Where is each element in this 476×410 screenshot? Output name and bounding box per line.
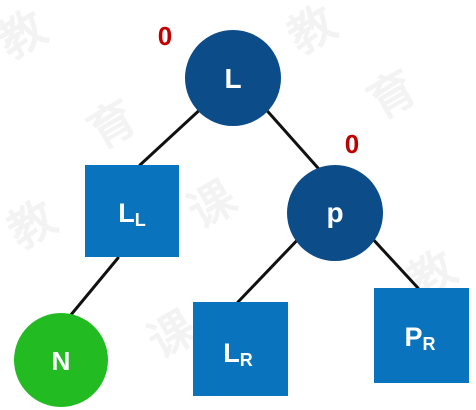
svg-text:育: 育 <box>79 90 146 160</box>
node-LR: LR <box>193 302 288 396</box>
edge-L-p <box>260 103 320 170</box>
edge-p-PR <box>368 234 420 290</box>
svg-text:课: 课 <box>179 169 247 239</box>
svg-text:教: 教 <box>0 0 55 70</box>
svg-text:教: 教 <box>279 0 346 65</box>
node-N: N <box>14 313 108 407</box>
edge-LL-N <box>68 256 120 318</box>
node-LR-main: L <box>223 338 240 368</box>
node-L-balance-factor: 0 <box>158 21 172 51</box>
node-L: L <box>185 30 281 126</box>
node-PR-main: P <box>404 322 422 352</box>
node-LL-box <box>85 165 179 257</box>
node-p: p <box>287 165 383 261</box>
node-PR-box <box>374 288 469 383</box>
node-LR-label: LR <box>223 338 253 370</box>
node-L-label: L <box>224 63 241 94</box>
node-LL-sub: L <box>135 210 146 230</box>
node-LL-label: LL <box>118 198 146 230</box>
node-p-balance-factor: 0 <box>345 129 359 159</box>
node-LL-main: L <box>118 198 135 228</box>
svg-text:育: 育 <box>359 60 426 130</box>
node-L-circle <box>185 30 281 126</box>
node-LR-sub: R <box>240 350 253 370</box>
node-LL: LL <box>85 165 179 257</box>
svg-text:教: 教 <box>0 190 65 260</box>
node-N-label: N <box>52 346 71 376</box>
edge-L-LL <box>138 103 207 167</box>
node-LR-box <box>193 302 288 396</box>
node-p-circle <box>287 165 383 261</box>
node-PR-sub: R <box>423 334 436 354</box>
node-p-label: p <box>326 197 343 228</box>
edge-p-LR <box>236 230 307 304</box>
node-PR: PR <box>374 288 469 383</box>
node-PR-label: PR <box>404 322 435 354</box>
node-N-circle <box>14 313 108 407</box>
